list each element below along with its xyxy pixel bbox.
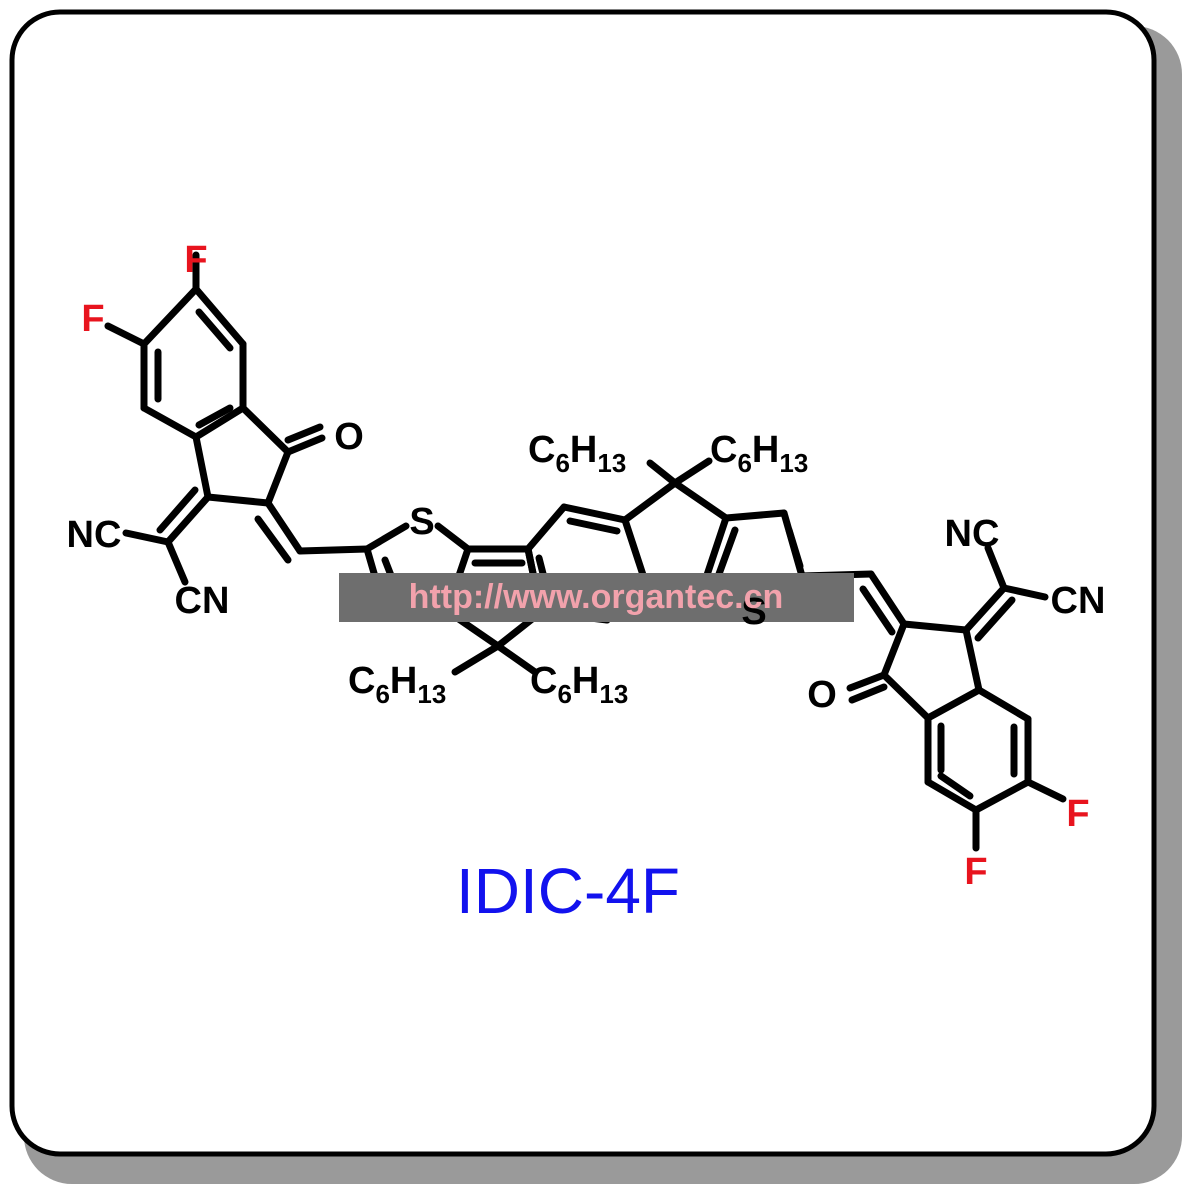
nitrile-label-left-lower: CN (175, 580, 230, 622)
oxygen-label-right: O (807, 674, 837, 716)
hexyl-label-top-right: C6H13 (710, 429, 808, 478)
hexyl-sub-13: 13 (417, 679, 446, 709)
watermark-band (339, 573, 854, 622)
sulfur-label-left: S (409, 501, 434, 543)
hexyl-hydrogen: H (752, 429, 779, 471)
hexyl-carbon: C (348, 660, 375, 702)
hexyl-sub-13: 13 (599, 679, 628, 709)
hexyl-sub-13: 13 (597, 448, 626, 478)
hexyl-hydrogen: H (572, 660, 599, 702)
hexyl-sub-6: 6 (375, 679, 389, 709)
hexyl-sub-6: 6 (555, 448, 569, 478)
hexyl-sub-13: 13 (779, 448, 808, 478)
hexyl-label-bottom-left: C6H13 (348, 660, 446, 709)
hexyl-label-bottom-right: C6H13 (530, 660, 628, 709)
sulfur-label-right: S (741, 591, 766, 633)
hexyl-sub-6: 6 (557, 679, 571, 709)
fluorine-label-bottom: F (964, 851, 987, 893)
hexyl-carbon: C (528, 429, 555, 471)
fluorine-label-left: F (81, 298, 104, 340)
watermark-text: http://www.organtec.cn (409, 578, 784, 616)
hexyl-carbon: C (530, 660, 557, 702)
hexyl-hydrogen: H (570, 429, 597, 471)
oxygen-label-left: O (334, 416, 364, 458)
hexyl-hydrogen: H (390, 660, 417, 702)
nitrile-label-right-lower: CN (1051, 580, 1106, 622)
hexyl-label-top-left: C6H13 (528, 429, 626, 478)
compound-title: IDIC-4F (456, 855, 680, 927)
nitrile-label-left-upper: NC (67, 514, 122, 556)
nitrile-label-right-upper: NC (945, 513, 1000, 555)
hexyl-carbon: C (710, 429, 737, 471)
hexyl-sub-6: 6 (737, 448, 751, 478)
fluorine-label-top: F (184, 239, 207, 281)
fluorine-label-right: F (1066, 793, 1089, 835)
